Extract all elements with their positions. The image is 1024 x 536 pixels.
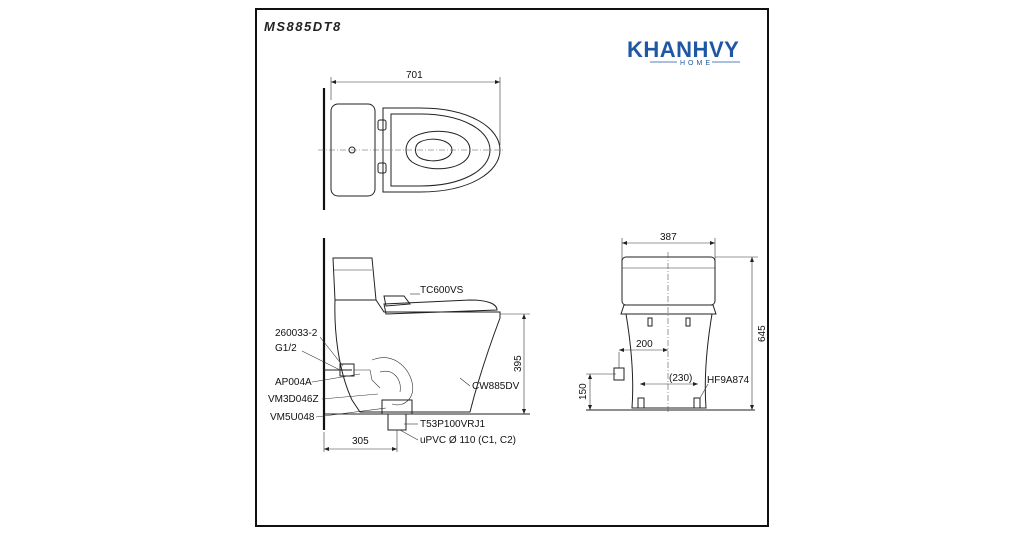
brand-sub: HOME — [680, 60, 713, 67]
front-height-dim: 645 — [757, 325, 768, 342]
model-title: MS885DT8 — [264, 19, 342, 34]
thread-label: G1/2 — [275, 343, 297, 354]
hose-label: AP004A — [275, 377, 312, 388]
part-a-label: VM3D046Z — [268, 394, 319, 405]
top-length-dim: 701 — [406, 70, 423, 81]
pipe-label: uPVC Ø 110 (C1, C2) — [420, 435, 516, 446]
part-b-label: VM5U048 — [270, 412, 315, 423]
side-roughin-dim: 305 — [352, 436, 369, 447]
brand-logo: KHANHVY HOME — [627, 37, 740, 67]
bowl-label: CW885DV — [472, 381, 520, 392]
brand-name: KHANHVY — [627, 37, 739, 62]
valve-label: 260033-2 — [275, 328, 318, 339]
flange-label: T53P100VRJ1 — [420, 419, 485, 430]
sheet-border — [255, 8, 769, 527]
bolt-label: HF9A874 — [707, 375, 750, 386]
front-inlet-height-dim: 150 — [578, 383, 589, 400]
seat-label: TC600VS — [420, 285, 464, 296]
front-width-dim: 387 — [660, 232, 677, 243]
front-spacing-dim: (230) — [669, 373, 692, 384]
front-view: 387 200 150 (230) HF9A87 — [578, 232, 768, 414]
front-inlet-offset-dim: 200 — [636, 339, 653, 350]
side-height-dim: 395 — [513, 355, 524, 372]
top-view: 701 — [318, 70, 505, 210]
side-view: 395 305 TC600VS CW885DV 260033-2 G1/2 AP… — [268, 238, 530, 452]
